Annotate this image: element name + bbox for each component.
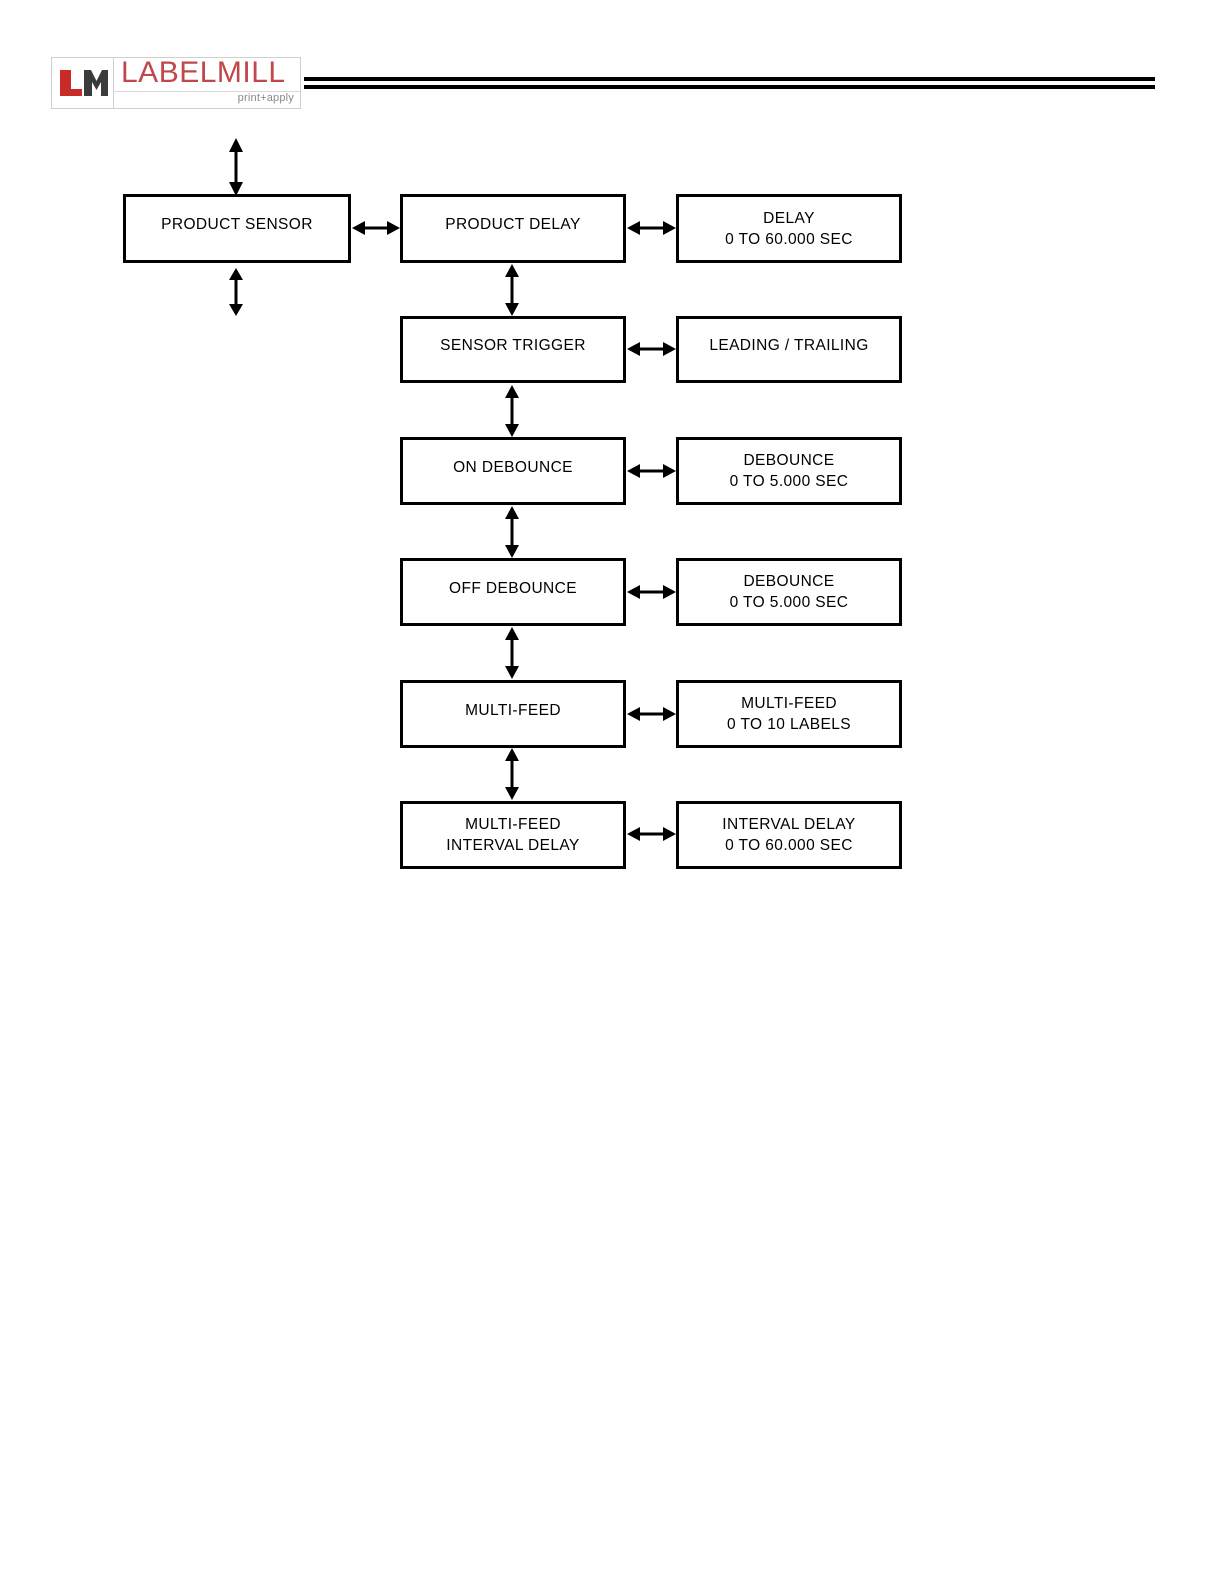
- node-on-debounce[interactable]: ON DEBOUNCE: [400, 437, 626, 505]
- node-label: PRODUCT DELAY: [445, 216, 581, 233]
- arrow-interval-to-interval-range: [627, 823, 676, 845]
- node-label: LEADING / TRAILING: [709, 337, 869, 354]
- node-label-line-2: 0 TO 5.000 SEC: [729, 473, 849, 490]
- arrow-product-delay-to-sensor-trigger: [500, 264, 524, 316]
- node-off-debounce-range[interactable]: DEBOUNCE 0 TO 5.000 SEC: [676, 558, 902, 626]
- node-on-debounce-range[interactable]: DEBOUNCE 0 TO 5.000 SEC: [676, 437, 902, 505]
- node-delay-range[interactable]: DELAY 0 TO 60.000 SEC: [676, 194, 902, 263]
- logo-tagline-text: print+apply: [237, 92, 294, 104]
- node-label: PRODUCT SENSOR: [161, 216, 313, 233]
- arrow-above-product-sensor: [224, 138, 248, 196]
- node-label: ON DEBOUNCE: [453, 458, 573, 476]
- node-multi-feed-interval-delay[interactable]: MULTI-FEED INTERVAL DELAY: [400, 801, 626, 869]
- node-product-sensor[interactable]: PRODUCT SENSOR: [123, 194, 351, 263]
- labelmill-logo: LABELMILL print+apply: [51, 56, 301, 109]
- arrow-below-product-sensor: [224, 268, 248, 316]
- arrow-sensor-trigger-to-on-debounce: [500, 385, 524, 437]
- logo-divider: [114, 91, 300, 92]
- logo-wordmark-group: LABELMILL print+apply: [114, 56, 300, 108]
- node-multi-feed[interactable]: MULTI-FEED: [400, 680, 626, 748]
- arrow-on-debounce-to-off-debounce: [500, 506, 524, 558]
- node-label-line-2: INTERVAL DELAY: [446, 837, 580, 854]
- arrow-multi-feed-to-multi-feed-range: [627, 703, 676, 725]
- node-label-line-1: MULTI-FEED: [741, 695, 837, 712]
- node-trigger-options[interactable]: LEADING / TRAILING: [676, 316, 902, 383]
- arrow-sensor-trigger-to-trigger-options: [627, 338, 676, 360]
- node-sensor-trigger[interactable]: SENSOR TRIGGER: [400, 316, 626, 383]
- node-label: MULTI-FEED: [465, 701, 561, 719]
- arrow-off-debounce-to-off-debounce-range: [627, 581, 676, 603]
- header-rule-bottom: [304, 85, 1155, 89]
- node-multi-feed-range[interactable]: MULTI-FEED 0 TO 10 LABELS: [676, 680, 902, 748]
- header-rule-top: [304, 77, 1155, 81]
- page-header: LABELMILL print+apply: [0, 0, 1224, 120]
- arrow-off-debounce-to-multi-feed: [500, 627, 524, 679]
- node-interval-delay-range[interactable]: INTERVAL DELAY 0 TO 60.000 SEC: [676, 801, 902, 869]
- node-label-line-2: 0 TO 10 LABELS: [727, 716, 851, 733]
- node-label-line-2: 0 TO 60.000 SEC: [725, 837, 853, 854]
- node-label-line-2: 0 TO 60.000 SEC: [725, 230, 853, 248]
- node-label-line-1: INTERVAL DELAY: [722, 816, 856, 833]
- node-label-line-1: DEBOUNCE: [743, 452, 835, 469]
- node-label-line-1: DELAY: [763, 209, 815, 227]
- arrow-on-debounce-to-on-debounce-range: [627, 460, 676, 482]
- node-product-delay[interactable]: PRODUCT DELAY: [400, 194, 626, 263]
- node-label-line-1: MULTI-FEED: [465, 816, 561, 833]
- lm-monogram-icon: [52, 58, 114, 108]
- arrow-product-delay-to-delay-range: [627, 217, 676, 239]
- node-label-line-1: DEBOUNCE: [743, 573, 835, 590]
- node-label-line-2: 0 TO 5.000 SEC: [729, 594, 849, 611]
- node-off-debounce[interactable]: OFF DEBOUNCE: [400, 558, 626, 626]
- node-label: OFF DEBOUNCE: [449, 579, 577, 597]
- node-label: SENSOR TRIGGER: [440, 337, 586, 354]
- logo-wordmark-text: LABELMILL: [121, 56, 286, 89]
- arrow-product-sensor-to-product-delay: [352, 217, 400, 239]
- arrow-multi-feed-to-multi-feed-interval: [500, 748, 524, 800]
